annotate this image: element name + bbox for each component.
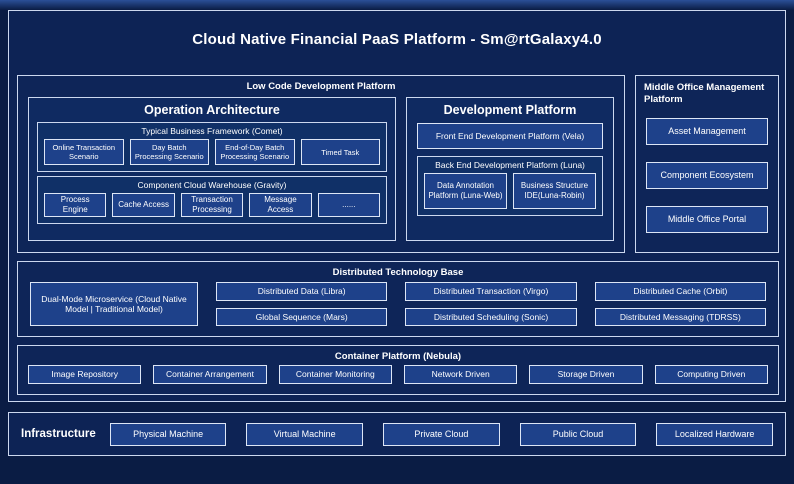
operation-architecture-box: Operation Architecture Typical Business … bbox=[28, 97, 396, 241]
gravity-warehouse-box: Component Cloud Warehouse (Gravity) Proc… bbox=[37, 176, 387, 224]
infra-item-virtual-machine: Virtual Machine bbox=[246, 422, 364, 446]
middle-office-item-component-ecosystem: Component Ecosystem bbox=[646, 161, 768, 189]
middle-office-item-asset-management: Asset Management bbox=[646, 117, 768, 145]
gravity-items-row: Process Engine Cache Access Transaction … bbox=[38, 193, 386, 223]
gravity-item-more: ...... bbox=[317, 193, 381, 217]
infra-item-private-cloud: Private Cloud bbox=[383, 422, 500, 446]
comet-framework-label: Typical Business Framework (Comet) bbox=[141, 126, 283, 136]
low-code-platform-label: Low Code Development Platform bbox=[246, 81, 396, 92]
cp-item-computing-driven: Computing Driven bbox=[654, 365, 768, 384]
section-low-code-platform: Low Code Development Platform Operation … bbox=[17, 75, 625, 253]
distributed-base-label: Distributed Technology Base bbox=[332, 267, 464, 278]
comet-item-timed-task: Timed Task bbox=[300, 139, 380, 165]
back-end-platform-luna-box: Back End Development Platform (Luna) Dat… bbox=[417, 156, 603, 216]
cp-item-storage-driven: Storage Driven bbox=[529, 365, 643, 384]
middle-office-item-portal: Middle Office Portal bbox=[646, 205, 768, 233]
infrastructure-label: Infrastructure bbox=[21, 428, 96, 440]
infra-item-public-cloud: Public Cloud bbox=[519, 422, 637, 446]
top-highlight-band bbox=[0, 0, 794, 10]
infra-item-localized-hardware: Localized Hardware bbox=[656, 422, 773, 446]
distributed-body: Dual-Mode Microservice (Cloud Native Mod… bbox=[18, 278, 778, 334]
distributed-cache-orbit: Distributed Cache (Orbit) bbox=[594, 282, 766, 301]
data-annotation-platform-luna-web: Data Annotation Platform (Luna-Web) bbox=[424, 173, 507, 209]
section-infrastructure: Infrastructure Physical Machine Virtual … bbox=[8, 412, 786, 456]
gravity-item-transaction-processing: Transaction Processing bbox=[180, 193, 244, 217]
global-sequence-mars: Global Sequence (Mars) bbox=[216, 307, 388, 326]
infra-item-physical-machine: Physical Machine bbox=[109, 422, 227, 446]
comet-item-online-transaction: Online Transaction Scenario bbox=[44, 139, 124, 165]
container-platform-items: Image Repository Container Arrangement C… bbox=[18, 362, 778, 392]
distributed-column-3: Distributed Cache (Orbit) Distributed Me… bbox=[594, 282, 766, 326]
distributed-column-1: Distributed Data (Libra) Global Sequence… bbox=[216, 282, 388, 326]
distributed-messaging-tdrss: Distributed Messaging (TDRSS) bbox=[594, 307, 766, 326]
distributed-transaction-virgo: Distributed Transaction (Virgo) bbox=[405, 282, 577, 301]
distributed-data-libra: Distributed Data (Libra) bbox=[216, 282, 388, 301]
gravity-item-cache-access: Cache Access bbox=[112, 193, 175, 217]
section-distributed-base: Distributed Technology Base Dual-Mode Mi… bbox=[17, 261, 779, 337]
front-end-platform-vela: Front End Development Platform (Vela) bbox=[417, 123, 603, 149]
business-structure-ide-luna-robin: Business Structure IDE(Luna-Robin) bbox=[513, 173, 596, 209]
back-end-platform-luna-label: Back End Development Platform (Luna) bbox=[435, 160, 585, 170]
comet-items-row: Online Transaction Scenario Day Batch Pr… bbox=[38, 139, 386, 171]
development-platform-box: Development Platform Front End Developme… bbox=[406, 97, 614, 241]
cp-item-image-repository: Image Repository bbox=[28, 365, 142, 384]
operation-architecture-title: Operation Architecture bbox=[144, 103, 280, 117]
gravity-item-message-access: Message Access bbox=[249, 193, 312, 217]
gravity-warehouse-label: Component Cloud Warehouse (Gravity) bbox=[137, 180, 287, 190]
middle-office-label: Middle Office Management Platform bbox=[644, 82, 765, 105]
gravity-item-process-engine: Process Engine bbox=[44, 193, 107, 217]
comet-item-end-of-day-batch: End-of-Day Batch Processing Scenario bbox=[215, 139, 295, 165]
cp-item-network-driven: Network Driven bbox=[403, 365, 518, 384]
container-platform-label: Container Platform (Nebula) bbox=[334, 351, 462, 362]
dual-mode-microservice-box: Dual-Mode Microservice (Cloud Native Mod… bbox=[30, 282, 198, 326]
cp-item-container-arrangement: Container Arrangement bbox=[153, 365, 267, 384]
section-middle-office: Middle Office Management Platform Asset … bbox=[635, 75, 779, 253]
infrastructure-items: Physical Machine Virtual Machine Private… bbox=[109, 422, 773, 446]
distributed-column-2: Distributed Transaction (Virgo) Distribu… bbox=[405, 282, 577, 326]
comet-framework-box: Typical Business Framework (Comet) Onlin… bbox=[37, 122, 387, 172]
low-code-body: Operation Architecture Typical Business … bbox=[18, 92, 624, 250]
back-end-items-row: Data Annotation Platform (Luna-Web) Busi… bbox=[418, 173, 602, 215]
diagram-title: Cloud Native Financial PaaS Platform - S… bbox=[192, 31, 602, 48]
comet-item-day-batch: Day Batch Processing Scenario bbox=[129, 139, 209, 165]
development-platform-title: Development Platform bbox=[443, 103, 577, 117]
main-platform-frame: Cloud Native Financial PaaS Platform - S… bbox=[8, 10, 786, 402]
middle-office-items: Asset Management Component Ecosystem Mid… bbox=[636, 106, 778, 233]
section-container-platform: Container Platform (Nebula) Image Reposi… bbox=[17, 345, 779, 395]
distributed-scheduling-sonic: Distributed Scheduling (Sonic) bbox=[405, 307, 577, 326]
cp-item-container-monitoring: Container Monitoring bbox=[278, 365, 392, 384]
